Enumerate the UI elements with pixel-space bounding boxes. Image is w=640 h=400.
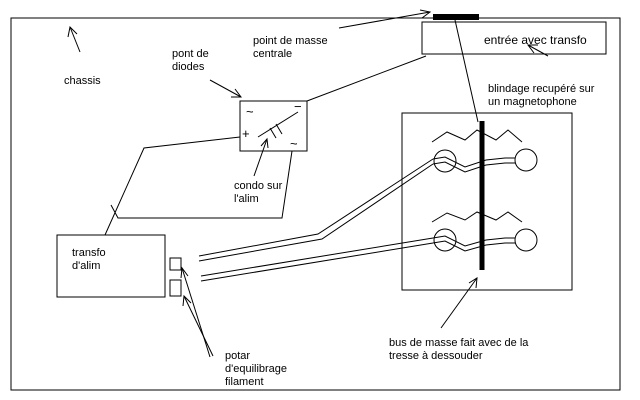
label-input-transformer: entrée avec transfo	[484, 33, 587, 47]
tube-pin-bottom-right	[514, 228, 538, 252]
label-capacitor-line1: condo sur	[234, 180, 283, 192]
tube-pin-top-right	[514, 148, 538, 172]
label-shield: blindage recupéré sur un magnetophone	[488, 83, 594, 109]
label-capacitor: condo sur l'alim	[234, 180, 282, 206]
potentiometer-bottom	[169, 279, 182, 297]
diode-bridge-minus: −	[294, 99, 302, 114]
label-power-transformer-line1: transfo	[72, 247, 106, 259]
filament-wire-bottom-b	[432, 240, 515, 252]
label-chassis: chassis	[64, 75, 101, 87]
shield-box	[401, 112, 573, 291]
tube-pin-bottom-left	[433, 228, 457, 252]
diode-bridge-box	[239, 100, 308, 152]
ground-wire-diode	[306, 55, 427, 102]
filament-wire-lower-1	[200, 237, 434, 277]
arrow-capacitor	[253, 137, 269, 177]
diode-bridge-plus: +	[242, 126, 250, 141]
label-ground-bus-line1: bus de masse fait avec de la	[389, 337, 529, 349]
label-ground-point: point de masse centrale	[253, 35, 328, 61]
arrow-shield	[527, 44, 549, 57]
tube-filament-top	[431, 129, 523, 143]
tube-filament-bottom	[431, 211, 523, 223]
supply-wire-right	[110, 150, 293, 219]
filament-wire-top-b	[432, 161, 515, 173]
supply-wire-left	[104, 136, 241, 236]
label-potentiometer-line3: filament	[225, 376, 264, 388]
label-ground-bus: bus de masse fait avec de la tresse à de…	[389, 337, 528, 363]
potentiometer-top	[169, 257, 182, 271]
label-power-transformer-line2: d'alim	[72, 260, 101, 272]
capacitor-plate-1	[269, 127, 277, 139]
label-shield-line1: blindage recupéré sur	[488, 83, 595, 95]
label-capacitor-line2: l'alim	[234, 193, 259, 205]
arrow-ground-bus	[440, 277, 478, 329]
label-shield-line2: un magnetophone	[488, 96, 577, 108]
label-diode-bridge-line2: diodes	[172, 61, 205, 73]
label-power-transformer: transfo d'alim	[72, 247, 106, 273]
filament-wire-upper-1	[198, 158, 434, 257]
label-potentiometer-line1: potar	[225, 350, 251, 362]
filament-wire-top-a	[432, 156, 515, 168]
label-ground-point-line1: point de masse	[253, 35, 328, 47]
label-diode-bridge: pont de diodes	[172, 48, 209, 74]
diode-bridge-tilde-top: ~	[246, 104, 254, 119]
diode-bridge-tilde-bottom: ~	[290, 136, 298, 151]
arrow-diode-bridge	[209, 79, 242, 98]
filament-wire-upper-2	[198, 163, 434, 262]
central-ground-point	[433, 14, 479, 20]
label-ground-bus-line2: tresse à dessouder	[389, 350, 483, 362]
filament-wire-bottom-a	[432, 235, 515, 247]
ground-link-line	[454, 19, 479, 123]
arrow-ground-point	[338, 9, 432, 29]
label-potentiometer: potar d'equilibrage filament	[225, 350, 287, 389]
arrow-potentiometer	[180, 266, 214, 358]
power-transformer-box	[56, 234, 166, 298]
arrow-chassis	[67, 25, 81, 53]
tube-pin-top-left	[433, 149, 457, 173]
filament-wire-lower-2	[200, 242, 434, 282]
chassis-outline	[10, 17, 621, 391]
capacitor-lead	[257, 111, 299, 138]
input-transformer-box	[421, 21, 607, 55]
capacitor-plate-2	[275, 123, 283, 135]
label-diode-bridge-line1: pont de	[172, 48, 209, 60]
label-potentiometer-line2: d'equilibrage	[225, 363, 288, 375]
label-ground-point-line2: centrale	[253, 48, 293, 60]
